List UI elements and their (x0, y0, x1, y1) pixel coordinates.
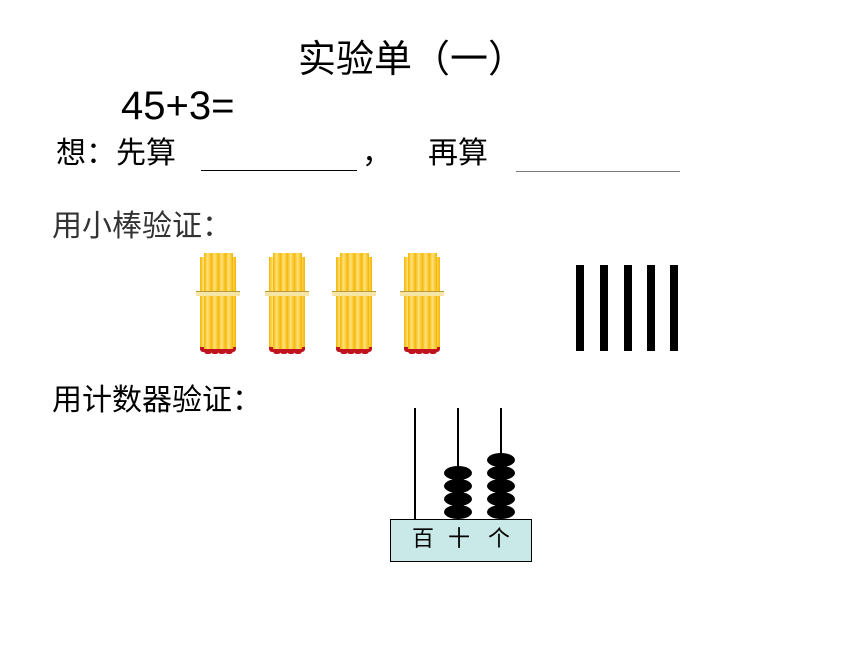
single-stick (647, 265, 655, 351)
first-step-label: 先算 (116, 136, 176, 171)
worksheet-title: 实验单（一） (298, 37, 527, 81)
then-step-blank[interactable] (516, 171, 680, 172)
bundle-stick (273, 253, 281, 354)
single-stick (576, 265, 584, 351)
bundle-stick (422, 253, 430, 354)
bundle-stick (280, 253, 288, 354)
bundle-stick (347, 253, 355, 354)
equation: 45+3= (121, 84, 235, 128)
place-label-tens: 十 (448, 527, 471, 552)
ones-bead (487, 466, 515, 480)
ones-bead (487, 479, 515, 493)
single-stick (624, 265, 632, 351)
then-step-label: 再算 (428, 136, 488, 171)
bundle-stick (429, 253, 437, 354)
ones-bead (487, 505, 515, 519)
tens-bead (444, 466, 472, 480)
stick-bundle (265, 253, 309, 354)
bundle-stick (354, 253, 362, 354)
hundreds-rod (414, 408, 416, 520)
bundle-stick (340, 253, 348, 354)
ones-bead (487, 492, 515, 506)
think-row: 想：先算 (56, 134, 176, 176)
bundle-stick (211, 253, 219, 354)
tens-rod (457, 408, 459, 520)
place-label-ones: 个 (488, 527, 511, 552)
bundle-stick (361, 253, 369, 354)
place-label-hundreds: 百 (412, 527, 435, 552)
stick-bundle (332, 253, 376, 354)
tens-bead (444, 505, 472, 519)
single-stick (600, 265, 608, 351)
bundle-stick (287, 253, 295, 354)
bundle-stick (408, 253, 416, 354)
bundle-stick (225, 253, 233, 354)
single-stick (670, 265, 678, 351)
tens-bead (444, 492, 472, 506)
separator: ， (362, 136, 392, 171)
bundle-stick (204, 253, 212, 354)
bundle-tie (196, 291, 240, 296)
ones-bead (487, 453, 515, 467)
first-step-blank[interactable] (201, 170, 357, 171)
sticks-section-label: 用小棒验证： (52, 209, 232, 244)
bundle-stick (415, 253, 423, 354)
stick-bundle (400, 253, 444, 354)
counter-section-label: 用计数器验证： (52, 383, 262, 418)
stick-bundle (196, 253, 240, 354)
bundle-stick (218, 253, 226, 354)
bundle-tie (400, 291, 444, 296)
tens-bead (444, 479, 472, 493)
think-label: 想： (56, 136, 116, 171)
bundle-tie (265, 291, 309, 296)
abacus-base: 百 十 个 (390, 519, 532, 562)
bundle-stick (294, 253, 302, 354)
bundle-tie (332, 291, 376, 296)
